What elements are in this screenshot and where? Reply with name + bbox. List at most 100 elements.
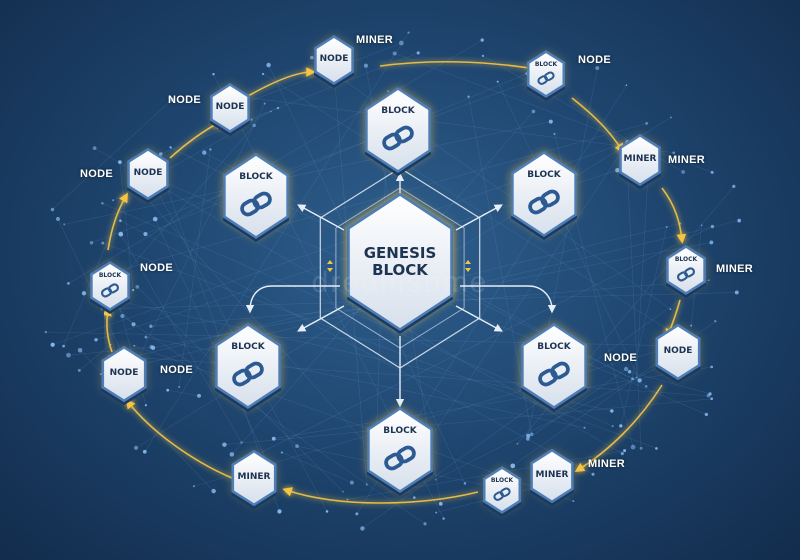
ring-side-label-n8: MINER xyxy=(588,458,625,470)
frame-arrow xyxy=(297,305,345,332)
network-dot xyxy=(623,449,627,453)
network-dot xyxy=(548,119,553,124)
ring-node-label-n4: BLOCK xyxy=(98,271,122,279)
network-dot xyxy=(211,488,216,494)
network-dot xyxy=(355,512,359,516)
network-dot xyxy=(280,451,283,454)
chain-link-icon xyxy=(232,361,264,387)
network-dot xyxy=(644,385,648,388)
chain-link-icon xyxy=(240,191,272,217)
ring-node-label-n7: BLOCK xyxy=(490,476,514,484)
ring-node-label-n6: MINER xyxy=(237,472,271,482)
network-dot xyxy=(467,95,470,98)
ring-connector xyxy=(247,67,316,97)
network-dot xyxy=(252,123,256,128)
mesh-line xyxy=(145,73,528,235)
network-dot xyxy=(610,409,614,413)
network-dot xyxy=(118,160,122,165)
ring-node-label-n1: NODE xyxy=(319,54,349,64)
network-dot xyxy=(67,282,70,285)
ring-node-n1 xyxy=(313,34,355,88)
network-dot xyxy=(708,392,712,396)
block-label-bottom: BLOCK xyxy=(383,426,417,436)
ring-node-label-n5: NODE xyxy=(109,368,139,378)
network-dot xyxy=(480,38,484,42)
mesh-line xyxy=(527,368,627,440)
network-dot xyxy=(631,377,634,381)
network-dot xyxy=(342,490,344,493)
network-dot xyxy=(553,132,556,135)
mesh-line xyxy=(262,73,688,343)
ring-node-label-n12: BLOCK xyxy=(534,60,558,68)
network-dot xyxy=(398,40,404,46)
network-dot xyxy=(407,31,410,34)
network-dot xyxy=(360,526,365,531)
genesis-block xyxy=(346,192,454,334)
ring-connector xyxy=(574,384,663,473)
network-dot xyxy=(620,452,624,456)
ring-node-n4 xyxy=(89,260,131,314)
network-dot xyxy=(50,207,55,212)
mesh-line xyxy=(224,398,712,445)
network-dot xyxy=(44,330,47,334)
network-dot xyxy=(669,308,672,310)
block-label-lower-right: BLOCK xyxy=(537,342,571,352)
mesh-line xyxy=(79,344,111,371)
network-dot xyxy=(77,347,83,353)
network-dot xyxy=(681,170,685,174)
ring-node-n12 xyxy=(526,49,566,101)
mesh-line xyxy=(91,71,555,244)
chain-link-icon xyxy=(384,445,416,471)
network-dot xyxy=(708,279,710,282)
network-dot xyxy=(92,146,97,150)
network-dot xyxy=(178,385,181,388)
genesis-line-2: BLOCK xyxy=(372,261,428,279)
network-dot xyxy=(112,199,115,202)
ring-node-n2 xyxy=(209,82,251,136)
block-label-lower-left: BLOCK xyxy=(231,342,265,352)
network-dot xyxy=(423,522,427,526)
network-dot xyxy=(611,425,614,428)
ring-side-label-n12: NODE xyxy=(578,54,611,66)
mesh-line xyxy=(311,57,671,310)
chain-link-icon xyxy=(537,71,555,85)
ring-node-n3 xyxy=(126,146,170,204)
block-upper-right xyxy=(510,150,578,240)
mesh-line xyxy=(68,346,152,356)
network-dot xyxy=(149,344,154,350)
network-dot xyxy=(529,432,534,437)
ring-node-label-n11: MINER xyxy=(623,154,657,164)
ring-side-label-n9: NODE xyxy=(604,352,637,364)
block-lower-right xyxy=(520,322,588,412)
network-dot xyxy=(261,72,265,76)
network-dot xyxy=(525,437,530,441)
mesh-line xyxy=(626,159,642,449)
network-dot xyxy=(619,424,623,428)
network-dot xyxy=(704,412,709,417)
network-dot xyxy=(510,463,516,469)
mesh-line xyxy=(251,107,279,120)
mesh-line xyxy=(144,32,409,452)
ring-side-label-n10: MINER xyxy=(716,263,753,275)
network-dot xyxy=(295,444,299,449)
chain-link-icon xyxy=(528,189,560,215)
block-label-upper-left: BLOCK xyxy=(239,172,273,182)
network-dot xyxy=(240,441,243,444)
block-label-upper-right: BLOCK xyxy=(527,170,561,180)
network-dot xyxy=(710,365,714,369)
network-dot xyxy=(463,482,467,485)
network-dot xyxy=(672,151,676,155)
network-dot xyxy=(263,102,266,105)
network-dot xyxy=(645,122,649,125)
network-dot xyxy=(710,397,714,401)
ring-node-n10 xyxy=(665,244,707,298)
network-dot xyxy=(435,511,438,514)
mesh-line xyxy=(497,81,640,381)
network-dot xyxy=(276,106,280,110)
ring-side-label-n2: NODE xyxy=(168,94,201,106)
sync-arrow-icon xyxy=(465,260,471,272)
ring-side-label-n11: MINER xyxy=(668,154,705,166)
network-dot xyxy=(387,90,389,92)
